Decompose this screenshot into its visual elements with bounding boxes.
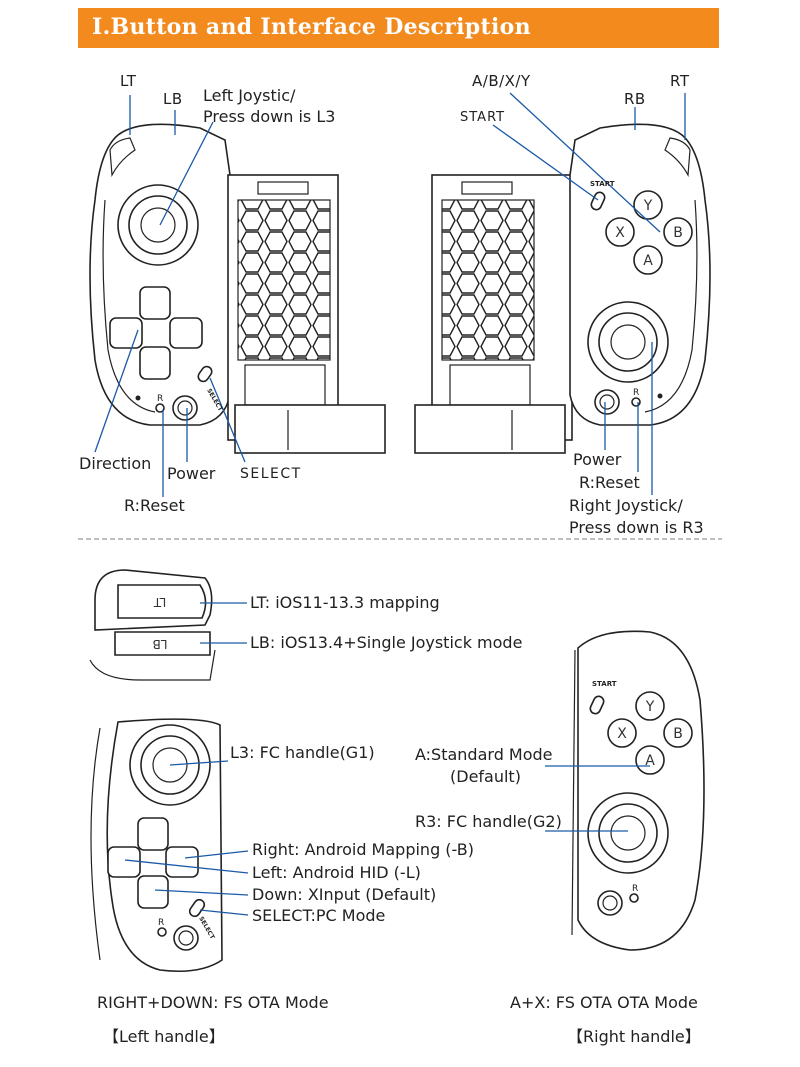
left-joystick-label-line1: Left Joystic/ — [203, 86, 296, 105]
y-button-mark-2: Y — [645, 699, 655, 715]
left-phone-clamp — [227, 174, 386, 454]
b-button-mark-2: B — [673, 726, 683, 742]
power-label-left: Power — [167, 464, 216, 483]
left-mode-label: Left: Android HID (-L) — [252, 863, 421, 882]
a-mode-label-line1: A:Standard Mode — [415, 745, 553, 764]
select-label: SELECT — [240, 466, 302, 482]
down-mode-label: Down: XInput (Default) — [252, 885, 437, 904]
section-header-bar: Ⅰ.Button and Interface Description — [78, 8, 719, 48]
lb-key-mark: LB — [153, 637, 168, 651]
r3-mode-label: R3: FC handle(G2) — [415, 812, 562, 831]
lt-label: LT — [120, 72, 137, 90]
right-handle-caption: 【Right handle】 — [567, 1027, 701, 1046]
a-mode-label-line2: (Default) — [450, 767, 521, 786]
lt-key-mark: LT — [153, 595, 166, 609]
select-mode-label: SELECT:PC Mode — [252, 906, 386, 925]
abxy-label: A/B/X/Y — [472, 72, 531, 90]
shoulder-side-view — [89, 569, 216, 681]
left-joystick-label-line2: Press down is L3 — [203, 107, 336, 126]
section-title: Ⅰ.Button and Interface Description — [92, 14, 531, 40]
a-button-mark: A — [643, 253, 653, 269]
left-ota-mode: RIGHT+DOWN: FS OTA Mode — [97, 993, 329, 1012]
left-handle-front — [89, 123, 231, 426]
right-handle-front — [569, 123, 711, 426]
x-button-mark: X — [615, 225, 625, 241]
lb-mode-label: LB: iOS13.4+Single Joystick mode — [250, 633, 523, 652]
right-mode-label: Right: Android Mapping (-B) — [252, 840, 474, 859]
reset-mark-right-2: R — [632, 884, 638, 894]
rt-label: RT — [670, 72, 690, 90]
direction-label: Direction — [79, 454, 152, 473]
start-mark-2: START — [592, 680, 617, 688]
lb-label: LB — [163, 90, 183, 108]
left-handle-caption: 【Left handle】 — [103, 1027, 225, 1046]
x-button-mark-2: X — [617, 726, 627, 742]
reset-label-left: R:Reset — [124, 496, 185, 515]
l3-mode-label: L3: FC handle(G1) — [230, 743, 375, 762]
reset-mark-left-2: R — [158, 918, 164, 928]
left-handle-detail — [90, 718, 223, 973]
a-button-mark-2: A — [645, 753, 655, 769]
y-button-mark: Y — [643, 198, 653, 214]
right-handle-detail — [571, 630, 705, 951]
right-joystick-label-line1: Right Joystick/ — [569, 496, 683, 515]
start-label: START — [460, 110, 506, 125]
power-label-right: Power — [573, 450, 622, 469]
right-ota-mode: A+X: FS OTA OTA Mode — [510, 993, 698, 1012]
right-joystick-label-line2: Press down is R3 — [569, 518, 704, 537]
reset-mark-right: R — [633, 388, 639, 398]
reset-label-right: R:Reset — [579, 473, 640, 492]
right-phone-clamp — [414, 174, 573, 454]
lt-mapping-label: LT: iOS11-13.3 mapping — [250, 593, 440, 612]
leader-lines — [94, 92, 686, 916]
b-button-mark: B — [673, 225, 683, 241]
rb-label: RB — [624, 90, 646, 108]
reset-mark-left: R — [157, 394, 163, 404]
start-mark: START — [590, 180, 615, 188]
